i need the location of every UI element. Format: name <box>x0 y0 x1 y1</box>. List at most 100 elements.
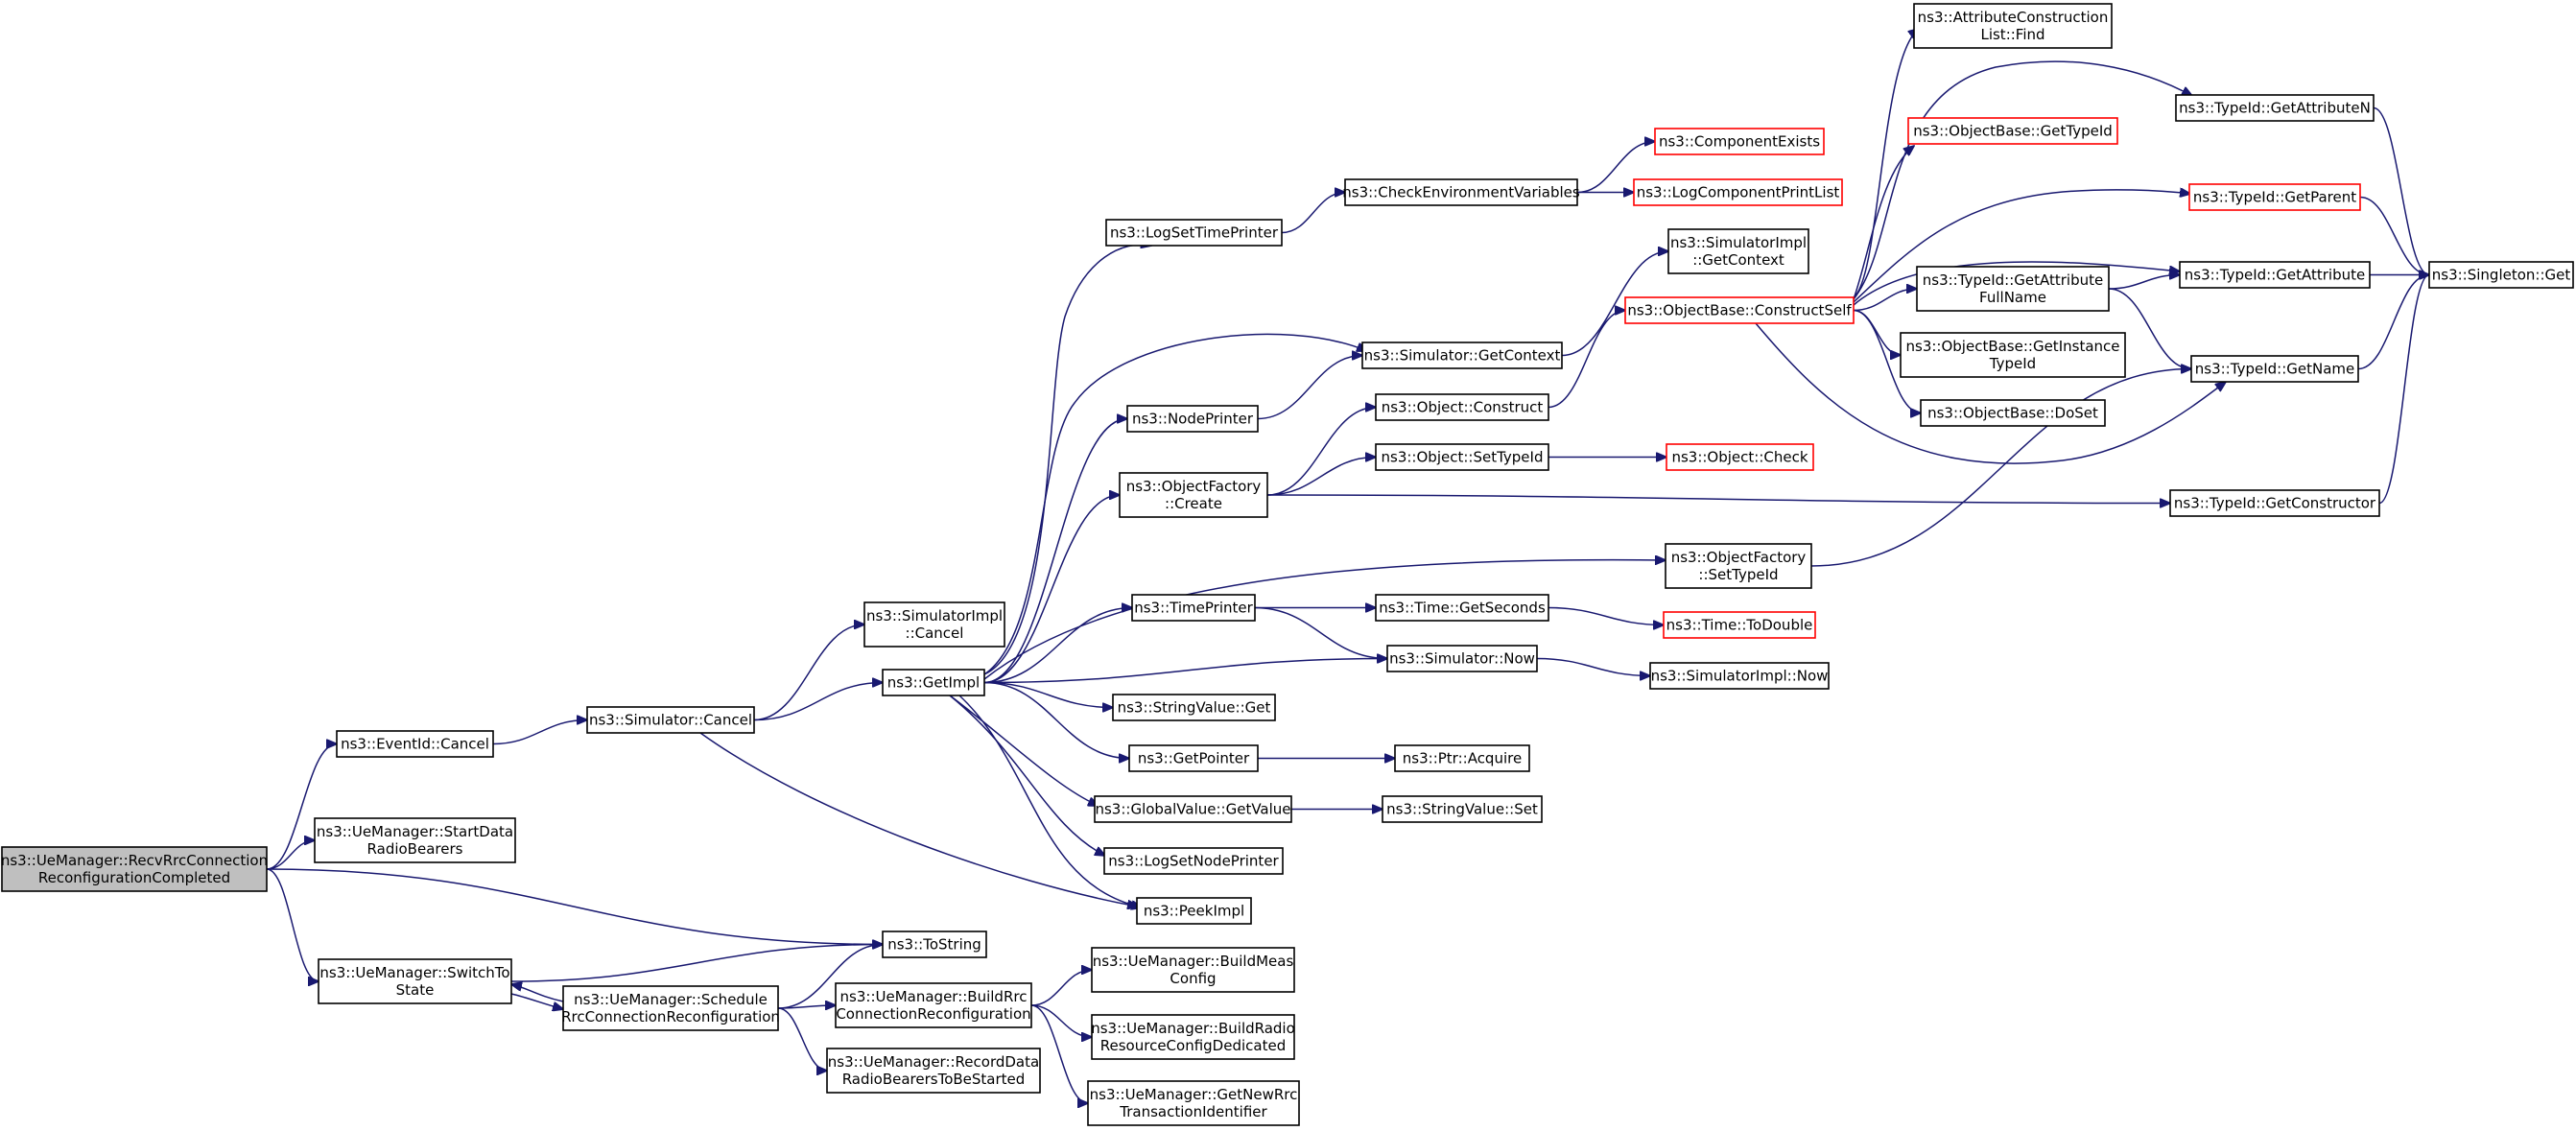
edge-logsettime-to-checkenv <box>1281 193 1345 234</box>
node-box <box>1375 393 1549 421</box>
node-typeid_getname[interactable]: ns3::TypeId::GetName <box>2190 355 2359 383</box>
node-component_exists[interactable]: ns3::ComponentExists <box>1654 128 1825 155</box>
node-label: ns3::UeManager::RecordData <box>828 1053 1039 1071</box>
node-label: ns3::TypeId::GetAttribute <box>1923 271 2103 289</box>
node-logsetnode[interactable]: ns3::LogSetNodePrinter <box>1103 847 1284 875</box>
node-getpointer[interactable]: ns3::GetPointer <box>1128 744 1259 772</box>
node-getnewrrc[interactable]: ns3::UeManager::GetNewRrcTransactionIden… <box>1087 1080 1300 1126</box>
node-box <box>1131 594 1256 622</box>
node-simimpl_getcontext[interactable]: ns3::SimulatorImpl::GetContext <box>1667 228 1809 274</box>
edge-typeid_getname-to-singleton_get <box>2357 275 2429 370</box>
node-label: RrcConnectionReconfiguration <box>561 1008 780 1025</box>
node-objfactory_create[interactable]: ns3::ObjectFactory::Create <box>1119 472 1268 518</box>
node-box <box>1091 947 1295 993</box>
node-stringvalue_set[interactable]: ns3::StringValue::Set <box>1382 795 1543 823</box>
edge-getimpl-to-objfactory_create <box>983 495 1120 684</box>
node-stringvalue_get[interactable]: ns3::StringValue::Get <box>1112 694 1276 721</box>
node-simimpl_cancel[interactable]: ns3::SimulatorImpl::Cancel <box>863 601 1005 648</box>
node-obj_settypeid[interactable]: ns3::Object::SetTypeId <box>1375 443 1549 471</box>
node-nodeprinter[interactable]: ns3::NodePrinter <box>1126 405 1259 433</box>
node-label: ns3::UeManager::SwitchTo <box>319 964 509 981</box>
node-box <box>1665 543 1812 589</box>
node-typeid_getattr[interactable]: ns3::TypeId::GetAttribute <box>2179 261 2371 289</box>
edge-getimpl-to-getpointer <box>983 681 1129 759</box>
node-box <box>882 931 987 958</box>
node-sim_cancel[interactable]: ns3::Simulator::Cancel <box>586 706 755 734</box>
node-sim_now[interactable]: ns3::Simulator::Now <box>1386 645 1538 672</box>
edge-constructself-to-typeid_getattrfull <box>1853 289 1917 312</box>
node-label: ns3::Ptr::Acquire <box>1403 750 1522 767</box>
node-box <box>1916 266 2110 312</box>
node-sim_getcontext[interactable]: ns3::Simulator::GetContext <box>1361 342 1563 369</box>
node-box <box>562 985 779 1031</box>
node-eventid_cancel[interactable]: ns3::EventId::Cancel <box>336 730 494 758</box>
node-getimpl[interactable]: ns3::GetImpl <box>882 669 985 696</box>
node-typeid_getattrn[interactable]: ns3::TypeId::GetAttributeN <box>2175 94 2375 122</box>
node-time_todouble[interactable]: ns3::Time::ToDouble <box>1663 611 1816 639</box>
node-box <box>1624 296 1855 324</box>
node-box <box>586 706 755 734</box>
node-typeid_getconstructor[interactable]: ns3::TypeId::GetConstructor <box>2169 489 2380 517</box>
edge-typeid_getconstructor-to-singleton_get <box>2378 275 2429 505</box>
node-box <box>826 1048 1041 1094</box>
node-buildradio[interactable]: ns3::UeManager::BuildRadioResourceConfig… <box>1091 1014 1295 1060</box>
node-box <box>1907 117 2118 145</box>
node-time_getseconds[interactable]: ns3::Time::GetSeconds <box>1375 594 1549 622</box>
node-schedule_rrc[interactable]: ns3::UeManager::ScheduleRrcConnectionRec… <box>561 985 780 1031</box>
node-obj_construct[interactable]: ns3::Object::Construct <box>1375 393 1549 421</box>
edge-constructself-to-objbase_getinstance <box>1853 309 1901 356</box>
edge-eventid_cancel-to-sim_cancel <box>492 720 587 745</box>
node-root[interactable]: ns3::UeManager::RecvRrcConnectionReconfi… <box>1 846 268 892</box>
edge-switchto-to-schedule_rrc <box>510 993 563 1009</box>
node-objbase_gettypeid[interactable]: ns3::ObjectBase::GetTypeId <box>1907 117 2118 145</box>
node-checkenv[interactable]: ns3::CheckEnvironmentVariables <box>1342 178 1580 206</box>
node-label: ns3::Simulator::Now <box>1389 650 1535 668</box>
edge-getimpl-to-sim_now <box>983 659 1387 684</box>
node-box <box>882 669 985 696</box>
edge-sim_getcontext-to-simimpl_getcontext <box>1561 251 1668 357</box>
node-peekimpl[interactable]: ns3::PeekImpl <box>1136 897 1252 925</box>
node-box <box>1087 1080 1300 1126</box>
node-box <box>1633 178 1843 206</box>
node-obj_check[interactable]: ns3::Object::Check <box>1666 443 1814 471</box>
node-label: ns3::ToString <box>887 936 981 954</box>
node-globalvalue_get[interactable]: ns3::GlobalValue::GetValue <box>1094 795 1292 823</box>
node-label: ::SetTypeId <box>1698 566 1778 583</box>
node-ptr_acquire[interactable]: ns3::Ptr::Acquire <box>1394 744 1530 772</box>
edge-schedule_rrc-to-buildrrc <box>777 1005 836 1008</box>
edge-getimpl-to-objfactory_settypeid <box>983 560 1666 680</box>
edge-getimpl-to-stringvalue_get <box>983 681 1113 708</box>
node-box <box>1382 795 1543 823</box>
node-objfactory_settypeid[interactable]: ns3::ObjectFactory::SetTypeId <box>1665 543 1812 589</box>
node-constructself[interactable]: ns3::ObjectBase::ConstructSelf <box>1624 296 1855 324</box>
node-box <box>1091 1014 1295 1060</box>
node-label: FullName <box>1979 289 2046 306</box>
node-label: ns3::UeManager::StartData <box>317 823 513 840</box>
edge-getimpl-to-nodeprinter <box>983 419 1127 684</box>
node-logsettime[interactable]: ns3::LogSetTimePrinter <box>1105 219 1283 247</box>
node-buildrrc[interactable]: ns3::UeManager::BuildRrcConnectionReconf… <box>835 982 1032 1028</box>
node-box <box>1128 744 1259 772</box>
node-label: ns3::Simulator::GetContext <box>1364 347 1561 365</box>
edge-getimpl-to-sim_getcontext <box>983 333 1367 675</box>
node-singleton_get[interactable]: ns3::Singleton::Get <box>2428 261 2574 289</box>
node-timeprinter[interactable]: ns3::TimePrinter <box>1131 594 1256 622</box>
node-label: ns3::UeManager::Schedule <box>574 991 768 1008</box>
node-box <box>1136 897 1252 925</box>
node-box <box>1103 847 1284 875</box>
node-objbase_doset[interactable]: ns3::ObjectBase::DoSet <box>1920 399 2106 427</box>
node-label: ns3::UeManager::BuildRrc <box>840 988 1028 1005</box>
node-recorddata[interactable]: ns3::UeManager::RecordDataRadioBearersTo… <box>826 1048 1041 1094</box>
node-label: ns3::TypeId::GetConstructor <box>2174 495 2376 512</box>
node-logcomp_print[interactable]: ns3::LogComponentPrintList <box>1633 178 1843 206</box>
node-simimpl_now[interactable]: ns3::SimulatorImpl::Now <box>1649 662 1830 690</box>
node-typeid_getparent[interactable]: ns3::TypeId::GetParent <box>2188 183 2361 211</box>
node-label: ConnectionReconfiguration <box>836 1005 1030 1023</box>
node-tostring[interactable]: ns3::ToString <box>882 931 987 958</box>
